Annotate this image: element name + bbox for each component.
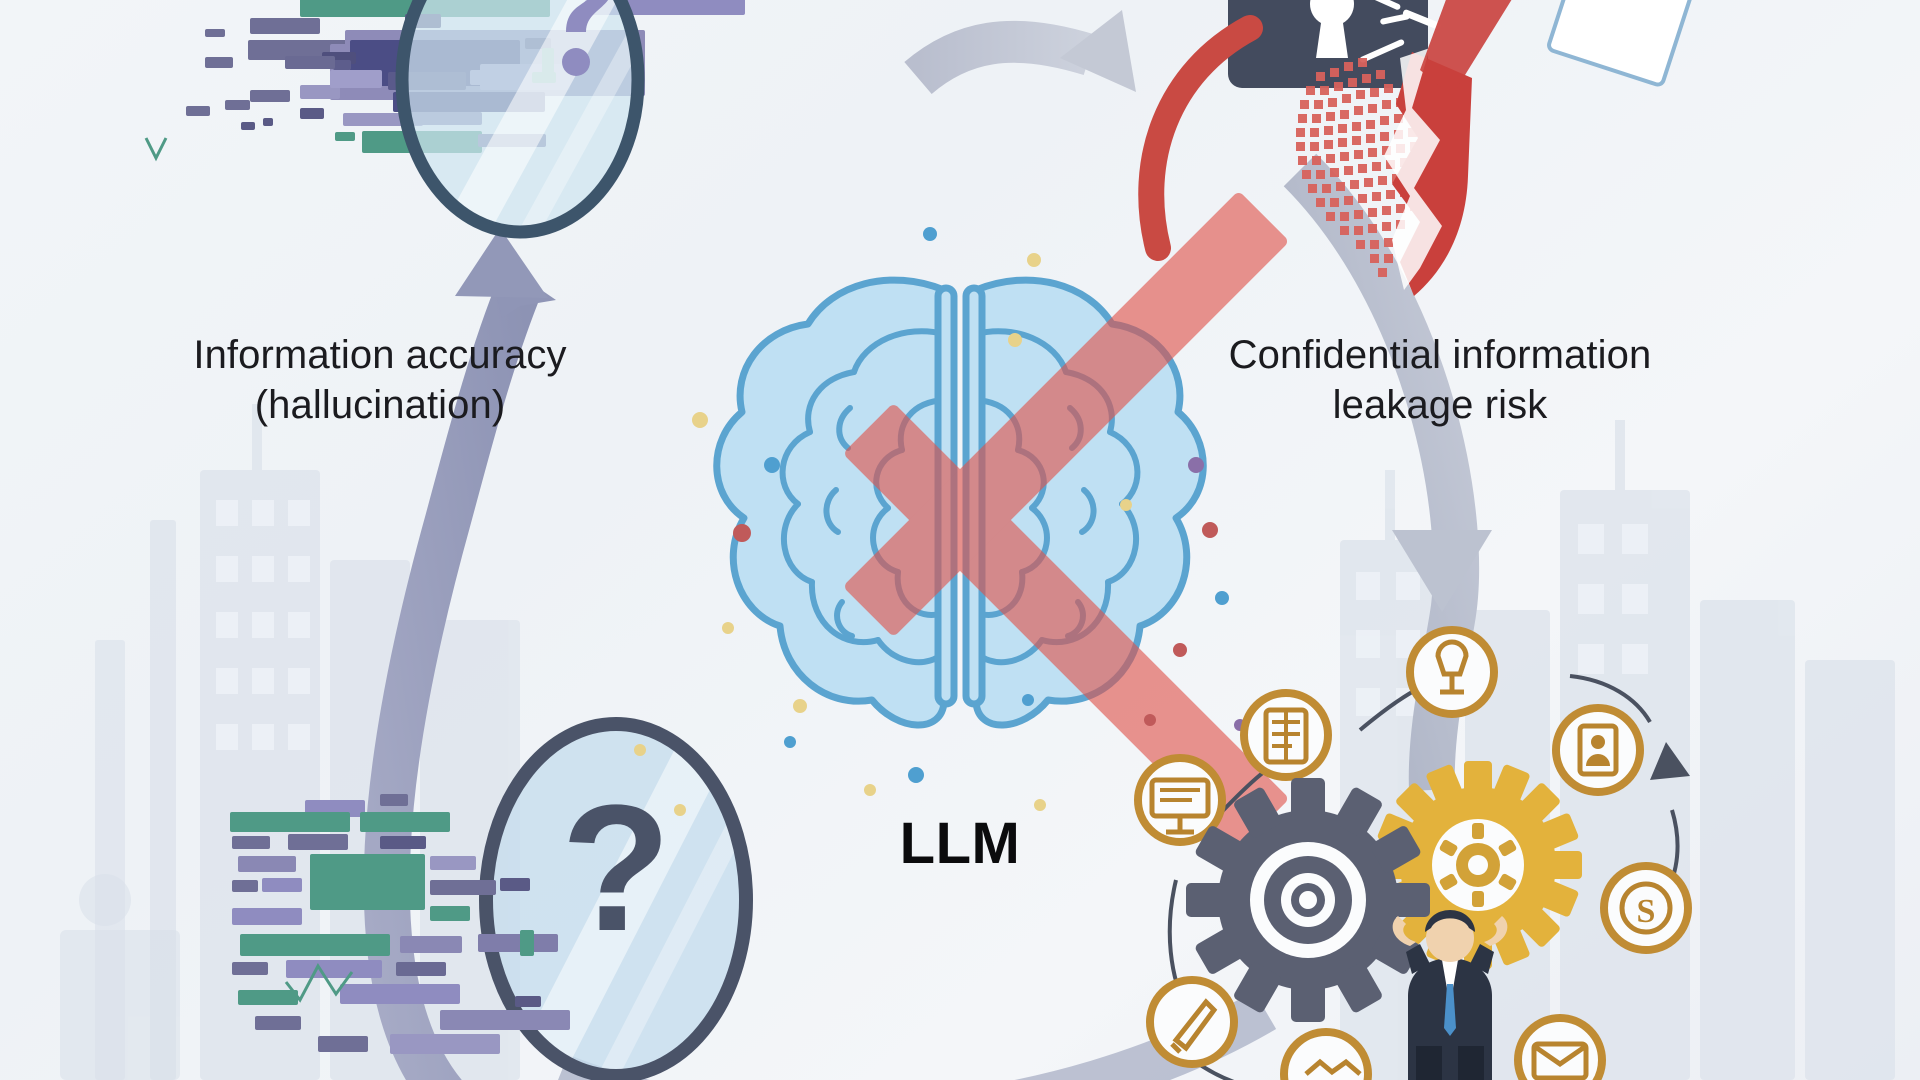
- money-dollar-icon: S: [1600, 862, 1692, 954]
- svg-text:S: S: [1637, 893, 1656, 930]
- question-mark-glyph: ?: [561, 768, 671, 969]
- gear-dark-icon: [1186, 778, 1430, 1022]
- red-arc-icon: [1138, 15, 1263, 261]
- handshake-icon: [1280, 1028, 1372, 1080]
- presentation-screen-icon: [1134, 754, 1226, 846]
- target-handshake-icon: [1406, 626, 1498, 718]
- label-information-accuracy: Information accuracy (hallucination): [193, 333, 567, 428]
- envelope-mail-icon: [1514, 1014, 1606, 1080]
- llm-label: LLM: [899, 811, 1021, 876]
- label-confidential-leakage: Confidential information leakage risk: [1228, 333, 1652, 428]
- megaphone-icon: [1146, 976, 1238, 1068]
- user-badge-icon: [1552, 704, 1644, 796]
- businessman-icon: [1392, 910, 1508, 1080]
- document-list-icon: [1240, 689, 1332, 781]
- process-node-group: S: [1134, 626, 1692, 1080]
- crack-sparks: [1402, 9, 1441, 30]
